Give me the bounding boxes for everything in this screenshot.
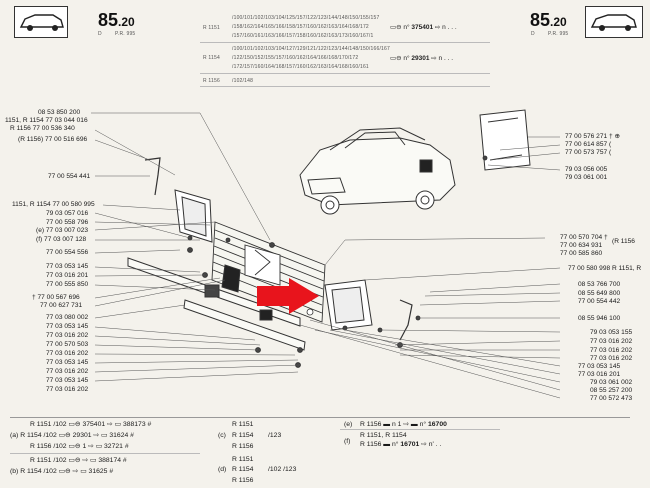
part-label-right: 79 03 061 001 [565, 174, 608, 181]
model-r1154: R 1154 [203, 55, 220, 61]
br-divider [340, 429, 500, 430]
indicator-lamp [204, 264, 273, 321]
part-label-right: 77 00 573 757 ( [565, 149, 612, 156]
part-label-left: 77 00 558 796 [46, 219, 89, 226]
header-divider [200, 73, 490, 74]
part-label-right: 77 00 576 271 † ⊕ [565, 133, 621, 140]
part-label-right: 77 00 554 442 [578, 298, 621, 305]
part-label-right: 77 00 580 998 [568, 265, 611, 272]
part-label-right: (R 1156 [612, 238, 635, 245]
model-r1154-codes-3: /172/157/160/164/168/157/160/162/163/164… [232, 64, 369, 70]
part-label-left: 1151, R 1154 77 00 580 995 [12, 201, 95, 208]
header-car-icon-box-right [585, 6, 643, 38]
part-label-right: 77 00 570 704 † [560, 234, 608, 241]
page-number-left: 85.20 [98, 10, 135, 30]
header-ref-2: ▭⊖ n° 29301 ⇨ n . . . [390, 55, 454, 62]
part-label-left: 77 00 627 731 [40, 302, 83, 309]
bl-row-3: R 1156 /102 ▭⊖ 1 ⇨ ▭ 32721 # [30, 443, 129, 450]
left-code: D [98, 31, 102, 37]
part-label-left: 77 03 016 202 [46, 350, 89, 357]
part-label-left: 77 03 016 202 [46, 386, 89, 393]
part-label-left: 77 00 555 850 [46, 281, 89, 288]
part-label-right: 77 03 016 202 [590, 347, 633, 354]
model-r1154-codes-1: /100/101/102/103/104/127/129/121/122/123… [232, 46, 390, 52]
headlamp-surround-right [324, 279, 373, 331]
headlamp-surround-left [174, 189, 213, 243]
part-label-right: 79 03 053 155 [590, 329, 633, 336]
part-label-left: 77 03 053 145 [46, 323, 89, 330]
footer-divider [10, 417, 630, 418]
part-label-left: 77 03 053 145 [46, 377, 89, 384]
leader-lines-left [91, 112, 301, 382]
car-side-icon [19, 14, 64, 31]
part-label-right: 77 03 016 201 [578, 371, 621, 378]
part-label-left: 08 53 850 200 [38, 109, 81, 116]
part-label-right: 08 55 257 200 [590, 387, 633, 394]
bl-divider [10, 453, 200, 454]
car-side-icon [590, 14, 637, 31]
part-label-left: 77 00 570 503 [46, 341, 89, 348]
model-r1151-codes-2: /158/162/164/165/166/158/157/160/162/163… [232, 24, 369, 30]
part-label-left: 1151, R 1154 77 03 044 016 [5, 117, 88, 124]
header-divider [200, 86, 490, 87]
part-label-left: 77 00 554 556 [46, 249, 89, 256]
red-arrow-icon [257, 278, 319, 314]
bl-row-5: (b) R 1154 /102 ▭⊖ ⇨ ▭ 31625 # [10, 468, 114, 475]
bracket-handle [144, 157, 413, 341]
br-e-row: R 1156 ▬ n 1 ⇨ ▬ n° 16700 [360, 421, 447, 428]
part-label-right: 77 00 572 473 [590, 395, 633, 402]
plate-bracket [479, 109, 531, 171]
part-label-left: 77 03 016 202 [46, 368, 89, 375]
part-label-left: 77 03 053 145 [46, 359, 89, 366]
part-label-left: 77 03 016 201 [46, 272, 89, 279]
part-label-left: 77 03 080 002 [46, 314, 89, 321]
part-label-right: R 1151, R [612, 265, 642, 272]
br-f-row: R 1156 ▬ n° 16701 ⇨ n' . . [360, 441, 442, 448]
header-divider [200, 42, 490, 43]
part-label-right: 77 00 585 860 [560, 250, 603, 257]
part-label-left: 77 00 554 441 [48, 173, 91, 180]
part-label-left: (e) 77 03 007 023 [36, 227, 89, 234]
model-r1156-codes: /102/148 [232, 78, 254, 84]
model-r1154-codes-2: /122/150/152/155/157/160/162/164/166/168… [232, 55, 359, 61]
part-label-left: † 77 00 567 696 [32, 294, 80, 301]
model-r1151: R 1151 [203, 25, 220, 31]
page-number-right: 85.20 [530, 10, 567, 30]
part-label-right: 77 00 614 857 ( [565, 141, 612, 148]
right-pr: P.R. 995 [548, 31, 569, 37]
part-label-right: 77 03 016 202 [590, 355, 633, 362]
part-label-left: 77 03 016 202 [46, 332, 89, 339]
part-label-left: (f) 77 03 007 128 [36, 236, 87, 243]
bl-row-1: R 1151 /102 ▭⊖ 375401 ⇨ ▭ 388173 # [30, 421, 152, 428]
part-label-left: 77 03 053 145 [46, 263, 89, 270]
part-label-right: 77 03 016 202 [590, 338, 633, 345]
leader-lines-right [299, 136, 561, 399]
part-label-left: (R 1156) 77 00 516 696 [18, 136, 88, 143]
model-r1156: R 1156 [203, 78, 220, 84]
part-label-right: 79 03 056 005 [565, 166, 608, 173]
part-label-right: 79 03 061 002 [590, 379, 633, 386]
header-ref-1: ▭⊖ n° 375401 ⇨ n . . . [390, 24, 457, 31]
header-car-icon-box-left [14, 6, 68, 38]
part-label-right: 08 55 649 800 [578, 290, 621, 297]
part-label-right: 77 03 053 145 [578, 363, 621, 370]
part-label-right: 08 55 946 100 [578, 315, 621, 322]
car-illustration [299, 127, 456, 215]
model-r1151-codes-1: /100/101/102/103/104/125/157/122/123/144… [232, 15, 380, 21]
left-pr: P.R. 995 [115, 31, 136, 37]
part-label-right: 77 00 634 931 [560, 242, 603, 249]
bl-row-4: R 1151 /102 ▭⊖ ⇨ ▭ 388174 # [30, 457, 127, 464]
part-label-right: 08 53 766 700 [578, 281, 621, 288]
model-r1151-codes-3: /157/160/161/163/166/157/158/160/162/163… [232, 33, 374, 39]
right-code: D [531, 31, 535, 37]
bl-row-2: (a) R 1154 /102 ▭⊖ 29301 ⇨ ▭ 31624 # [10, 432, 134, 439]
part-label-left: R 1156 77 00 536 340 [10, 125, 75, 132]
part-label-left: 79 03 057 016 [46, 210, 89, 217]
